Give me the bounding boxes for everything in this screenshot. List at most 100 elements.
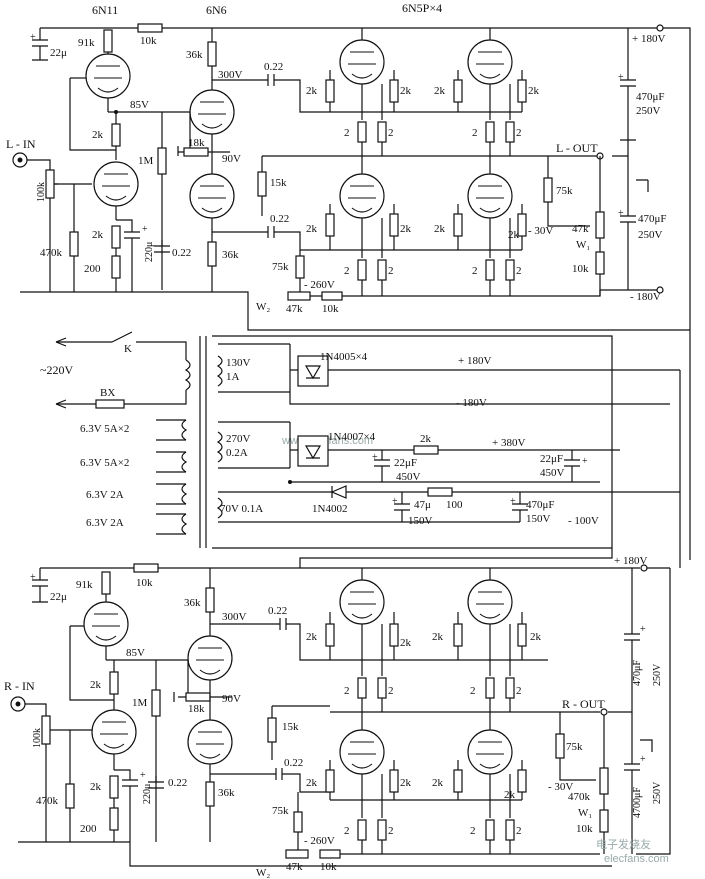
label-heater-4: 6.3V 2A [86, 517, 124, 529]
label-75k-bias-top: 75k [272, 261, 289, 273]
cap-22u-top [32, 28, 48, 61]
resistor-470k-top [69, 231, 79, 257]
tube-6n11-d [91, 709, 137, 755]
label-36k-top: 36k [186, 49, 203, 61]
svg-text:+: + [392, 496, 398, 507]
resistor-36k-cath-top [207, 241, 217, 267]
svg-text:2: 2 [388, 127, 394, 139]
label-minus100: - 100V [568, 515, 599, 527]
svg-text:2k: 2k [306, 85, 318, 97]
svg-text:- 30V: - 30V [548, 781, 573, 793]
svg-text:+: + [618, 208, 624, 219]
label-minus180-top: - 180V [630, 291, 661, 303]
label-75k-fb-top: 75k [556, 185, 573, 197]
fuse-bx [95, 399, 125, 409]
resistor-2k-top [111, 123, 121, 147]
svg-text:+: + [640, 754, 646, 765]
svg-text:100: 100 [446, 499, 463, 511]
resistor-36k-top [207, 41, 217, 67]
svg-text:470k: 470k [36, 795, 59, 807]
pot-100k-bottom[interactable] [41, 715, 51, 745]
label-200-top: 200 [84, 263, 101, 275]
switch-k[interactable] [111, 331, 187, 360]
resistor-2k-out-b1 [453, 79, 463, 103]
svg-text:2: 2 [472, 127, 478, 139]
transformer-core [199, 336, 207, 548]
svg-text:2: 2 [344, 685, 350, 697]
pot-47k-w2-bottom[interactable] [285, 849, 309, 859]
wire-right-bus [663, 27, 691, 560]
resistor-2k-cath-top [111, 225, 121, 249]
tube-6n11-c [83, 601, 129, 647]
svg-text:2: 2 [470, 685, 476, 697]
svg-text:+: + [582, 456, 588, 467]
tube-6n5p-f [467, 579, 513, 625]
terminal-plus180-top [656, 24, 664, 32]
svg-text:75k: 75k [566, 741, 583, 753]
svg-text:W₂: W₂ [256, 867, 270, 879]
resistor-91k-top [103, 29, 113, 53]
tube-6n5p-h [467, 729, 513, 775]
tube-6n5p-g [339, 729, 385, 775]
label-85v-top: 85V [130, 99, 149, 111]
label-85v-bottom: 85V [126, 647, 145, 659]
label-ps-22uf-b: 22μF [540, 453, 563, 465]
pot-w1-top[interactable] [595, 211, 605, 239]
svg-text:+: + [140, 770, 146, 781]
svg-text:2k: 2k [434, 223, 446, 235]
label-100k-top: 100k [36, 182, 47, 202]
svg-text:150V: 150V [526, 513, 551, 525]
pot-w1-bottom[interactable] [599, 767, 609, 795]
svg-text:250V: 250V [652, 781, 663, 804]
svg-text:450V: 450V [396, 471, 421, 483]
label-2k-cath-top: 2k [92, 229, 104, 241]
svg-text:300V: 300V [222, 611, 247, 623]
tube-6n6-d [187, 719, 233, 765]
svg-text:+: + [30, 572, 36, 583]
svg-text:2: 2 [344, 265, 350, 277]
svg-text:2k: 2k [400, 85, 412, 97]
svg-text:0.22: 0.22 [168, 777, 187, 789]
svg-text:220μ: 220μ [142, 784, 153, 804]
resistor-10k-w1-top [595, 251, 605, 275]
pot-47k-w2-top[interactable] [287, 291, 311, 301]
label-6n11: 6N11 [92, 3, 118, 17]
label-22u-top: 22μ [50, 47, 67, 59]
resistor-100-ps [427, 487, 453, 497]
resistor-2k-ps [413, 445, 439, 455]
label-470uf-bottom: 470μF [632, 660, 643, 686]
tube-6n5p-e [339, 579, 385, 625]
svg-text:0.22: 0.22 [268, 605, 287, 617]
watermark-bottom-2: elecfans.com [604, 853, 669, 865]
tube-6n6-b [189, 173, 235, 219]
pot-100k-top[interactable] [45, 169, 55, 199]
diode-1n4002 [330, 485, 347, 499]
svg-text:450V: 450V [540, 467, 565, 479]
svg-text:+: + [30, 32, 36, 43]
svg-text:200: 200 [80, 823, 97, 835]
label-ps-minus180: - 180V [456, 397, 487, 409]
svg-text:2: 2 [344, 825, 350, 837]
resistor-18k-top [183, 147, 209, 157]
label-18k-top: 18k [188, 137, 205, 149]
resistor-10k-top [137, 23, 163, 33]
label-022-top-a: 0.22 [264, 61, 283, 73]
label-right-in: R - IN [4, 679, 35, 693]
label-heater-2: 6.3V 5A×2 [80, 457, 129, 469]
svg-text:2: 2 [470, 825, 476, 837]
label-bridge-2: 1N4007×4 [328, 431, 376, 443]
svg-text:2: 2 [388, 265, 394, 277]
svg-text:250V: 250V [652, 663, 663, 686]
svg-text:90V: 90V [222, 693, 241, 705]
svg-text:2: 2 [516, 825, 522, 837]
label-sec-70: 70V 0.1A [220, 503, 263, 515]
tube-6n5p-d [467, 173, 513, 219]
svg-text:1M: 1M [132, 697, 148, 709]
label-22u-bottom: 22μ [50, 591, 67, 603]
svg-text:250V: 250V [638, 229, 663, 241]
label-left-in: L - IN [6, 137, 36, 151]
svg-text:2k: 2k [508, 229, 520, 241]
label-022-top-c: 0.22 [270, 213, 289, 225]
jack-right-out[interactable] [600, 708, 608, 716]
label-plus180-top: + 180V [632, 33, 665, 45]
